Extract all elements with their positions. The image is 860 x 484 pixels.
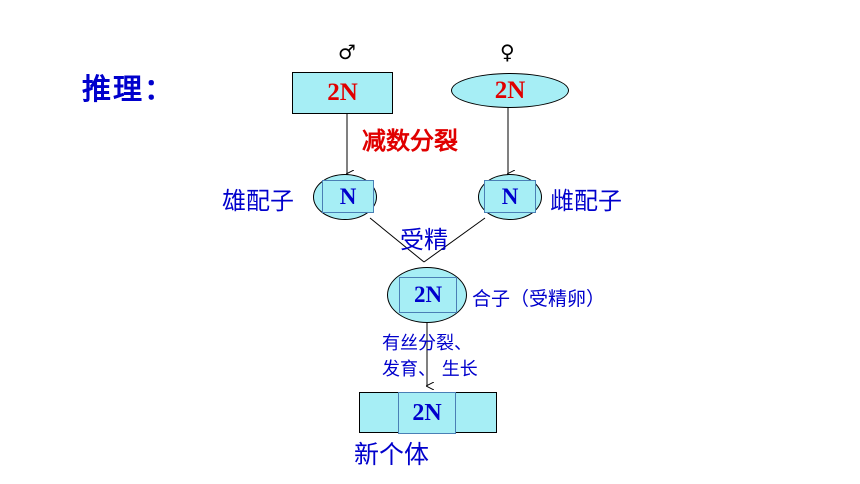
male-parent-chromosome: 2N [327, 79, 358, 106]
zygote-chromosome: 2N [413, 282, 443, 307]
new-individual-label: 新个体 [354, 440, 430, 469]
new-individual-inner-box: 2N [398, 392, 456, 434]
new-individual-chromosome: 2N [412, 399, 442, 426]
zygote-box: 2N [399, 277, 457, 313]
female-gamete-box: N [484, 180, 536, 213]
zygote-label: 合子（受精卵） [472, 288, 606, 310]
development-label-line1: 有丝分裂、 [382, 333, 472, 354]
female-gamete-chromosome: N [501, 183, 519, 209]
fertilization-line-right [423, 217, 486, 263]
male-gamete-label: 雄配子 [222, 187, 294, 215]
fertilization-label: 受精 [400, 226, 448, 254]
female-parent-chromosome: 2N [494, 76, 526, 104]
fertilization-line-left [369, 217, 425, 263]
male-gamete-chromosome: N [339, 183, 357, 209]
female-parent-ellipse: 2N [451, 73, 569, 108]
male-gamete-box: N [322, 180, 374, 213]
male-symbol-icon: ♂ [338, 40, 356, 64]
heading: 推理： [82, 72, 176, 106]
female-gamete-label: 雌配子 [550, 187, 622, 215]
female-symbol-icon: ♀ [500, 40, 515, 64]
development-label-line2: 发育、 生长 [382, 359, 478, 380]
meiosis-label: 减数分裂 [362, 127, 458, 155]
male-parent-box: 2N [292, 72, 393, 114]
